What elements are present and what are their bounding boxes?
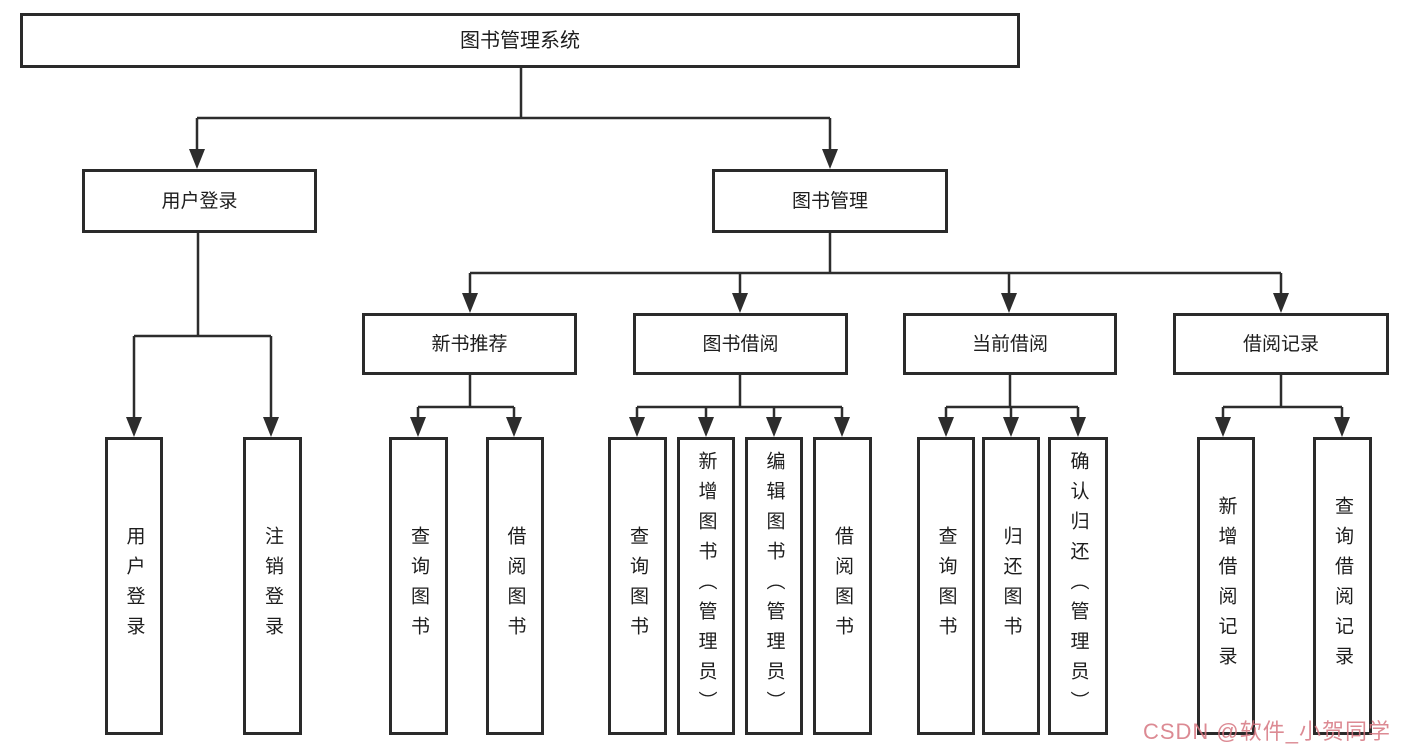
node-new-book-recommend: 新书推荐 (362, 313, 577, 375)
leaf-borrow-query-books: 查询图书 (608, 437, 667, 735)
leaf-recommend-borrow-books: 借阅图书 (486, 437, 544, 735)
leaf-user-login: 用户登录 (105, 437, 163, 735)
node-current-borrow: 当前借阅 (903, 313, 1117, 375)
leaf-borrow-borrow-books: 借阅图书 (813, 437, 872, 735)
node-book-borrow: 图书借阅 (633, 313, 848, 375)
leaf-current-confirm-return-admin: 确认归还（管理员） (1048, 437, 1108, 735)
leaf-recommend-query-books: 查询图书 (389, 437, 448, 735)
leaf-records-add-borrow-record: 新增借阅记录 (1197, 437, 1255, 735)
leaf-borrow-edit-books-admin: 编辑图书（管理员） (745, 437, 803, 735)
node-book-management: 图书管理 (712, 169, 948, 233)
leaf-borrow-add-books-admin: 新增图书（管理员） (677, 437, 735, 735)
leaf-current-query-books: 查询图书 (917, 437, 975, 735)
leaf-current-return-books: 归还图书 (982, 437, 1040, 735)
leaf-logout: 注销登录 (243, 437, 302, 735)
node-user-login: 用户登录 (82, 169, 317, 233)
node-library-management-system: 图书管理系统 (20, 13, 1020, 68)
leaf-records-query-borrow-record: 查询借阅记录 (1313, 437, 1372, 735)
node-borrow-records: 借阅记录 (1173, 313, 1389, 375)
